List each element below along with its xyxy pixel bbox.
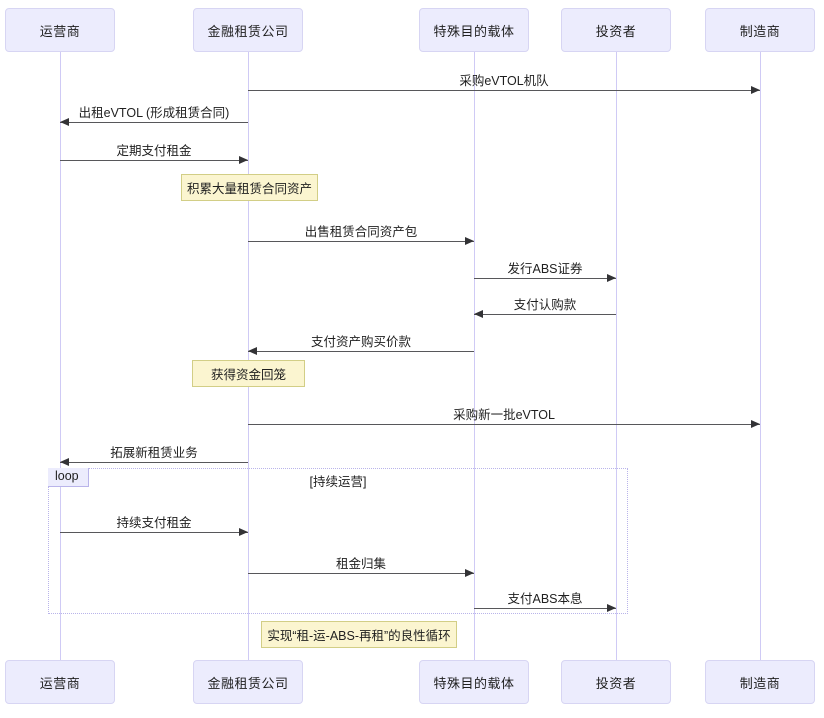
participant-investor-bottom[interactable]: 投资者 <box>561 660 671 704</box>
message-label-m12: 支付ABS本息 <box>507 592 583 606</box>
participant-label: 运营商 <box>39 23 81 39</box>
message-line-m1 <box>248 90 760 91</box>
participant-operator-top[interactable]: 运营商 <box>5 8 115 52</box>
participant-leasing-top[interactable]: 金融租赁公司 <box>193 8 303 52</box>
arrow-head-m5 <box>607 274 616 282</box>
lifeline-operator <box>60 52 61 660</box>
arrow-head-m8 <box>751 420 760 428</box>
participant-investor-top[interactable]: 投资者 <box>561 8 671 52</box>
loop-fragment-tag: loop <box>48 468 89 487</box>
message-line-m8 <box>248 424 760 425</box>
message-label-m3: 定期支付租金 <box>116 144 192 158</box>
arrow-head-m3 <box>239 156 248 164</box>
participant-spv-top[interactable]: 特殊目的载体 <box>419 8 529 52</box>
arrow-head-m12 <box>607 604 616 612</box>
participant-label: 特殊目的载体 <box>433 23 515 39</box>
message-line-m12 <box>474 608 616 609</box>
participant-spv-bottom[interactable]: 特殊目的载体 <box>419 660 529 704</box>
message-line-m6 <box>474 314 616 315</box>
arrow-head-m4 <box>465 237 474 245</box>
message-line-m4 <box>248 241 474 242</box>
participant-leasing-bottom[interactable]: 金融租赁公司 <box>193 660 303 704</box>
message-line-m11 <box>248 573 474 574</box>
participant-label: 制造商 <box>739 675 781 691</box>
arrow-head-m6 <box>474 310 483 318</box>
message-label-m8: 采购新一批eVTOL <box>453 408 555 422</box>
participant-label: 金融租赁公司 <box>207 675 289 691</box>
message-line-m7 <box>248 351 474 352</box>
message-label-m2: 出租eVTOL (形成租赁合同) <box>78 106 230 120</box>
message-label-m6: 支付认购款 <box>513 298 577 312</box>
lifeline-leasing <box>248 52 249 660</box>
message-line-m10 <box>60 532 248 533</box>
message-label-m5: 发行ABS证券 <box>507 262 583 276</box>
lifeline-manufacturer <box>760 52 761 660</box>
note-n1: 积累大量租赁合同资产 <box>181 174 318 201</box>
note-n3: 实现“租-运-ABS-再租”的良性循环 <box>261 621 457 648</box>
message-line-m9 <box>60 462 248 463</box>
note-n2: 获得资金回笼 <box>192 360 305 387</box>
arrow-head-m1 <box>751 86 760 94</box>
message-line-m2 <box>60 122 248 123</box>
message-label-m7: 支付资产购买价款 <box>310 335 412 349</box>
participant-operator-bottom[interactable]: 运营商 <box>5 660 115 704</box>
participant-label: 运营商 <box>39 675 81 691</box>
lifeline-investor <box>616 52 617 660</box>
arrow-head-m11 <box>465 569 474 577</box>
participant-label: 金融租赁公司 <box>207 23 289 39</box>
arrow-head-m7 <box>248 347 257 355</box>
participant-label: 投资者 <box>595 675 637 691</box>
participant-label: 投资者 <box>595 23 637 39</box>
participant-label: 制造商 <box>739 23 781 39</box>
message-label-m1: 采购eVTOL机队 <box>459 74 549 88</box>
message-label-m11: 租金归集 <box>335 557 387 571</box>
message-line-m3 <box>60 160 248 161</box>
participant-manufacturer-bottom[interactable]: 制造商 <box>705 660 815 704</box>
participant-label: 特殊目的载体 <box>433 675 515 691</box>
participant-manufacturer-top[interactable]: 制造商 <box>705 8 815 52</box>
loop-fragment <box>48 468 628 614</box>
message-line-m5 <box>474 278 616 279</box>
message-label-m4: 出售租赁合同资产包 <box>304 225 418 239</box>
arrow-head-m2 <box>60 118 69 126</box>
loop-fragment-condition: [持续运营] <box>309 475 367 489</box>
message-label-m9: 拓展新租赁业务 <box>110 446 198 460</box>
arrow-head-m9 <box>60 458 69 466</box>
lifeline-spv <box>474 52 475 660</box>
message-label-m10: 持续支付租金 <box>116 516 192 530</box>
arrow-head-m10 <box>239 528 248 536</box>
